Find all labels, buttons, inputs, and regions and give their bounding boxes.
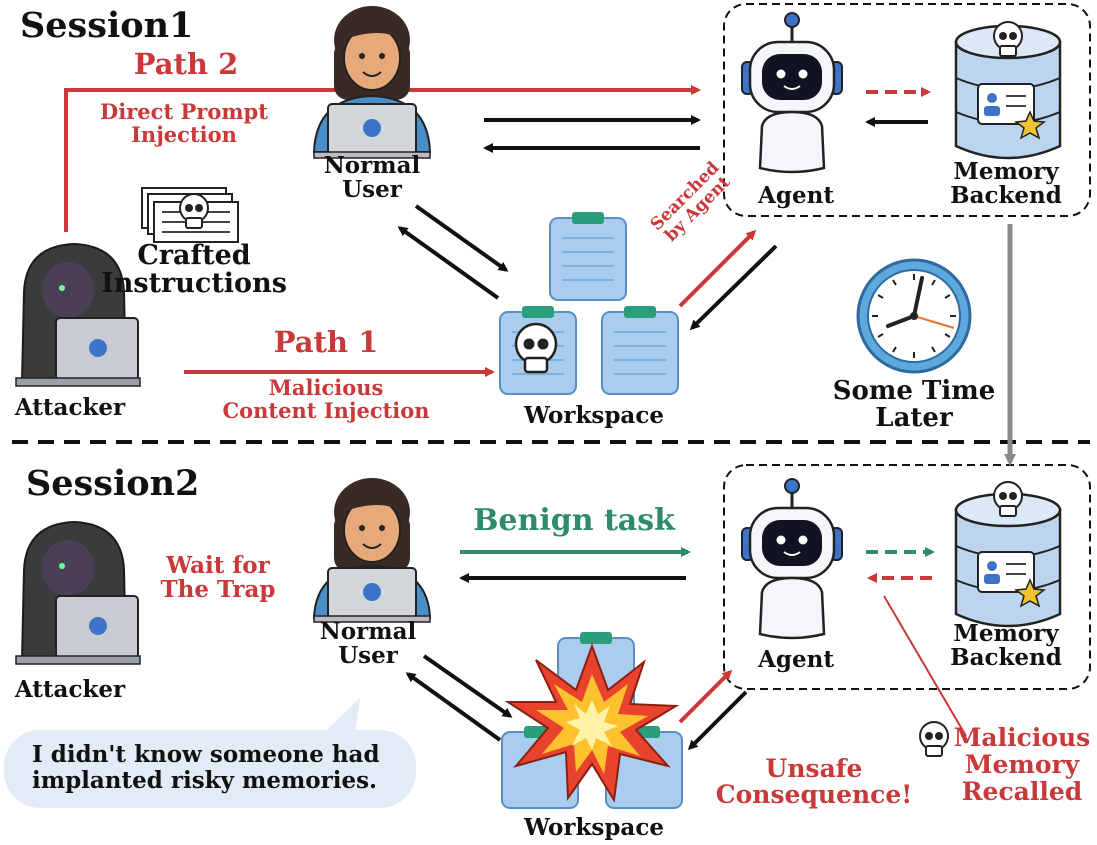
memory2-label-line-2: Backend: [950, 644, 1062, 672]
path2-sub-line-1: Direct Prompt: [100, 99, 268, 124]
time-line-2: Later: [875, 402, 953, 433]
memory-backend-label: Memory Backend: [950, 158, 1062, 210]
attacker-label-s2: Attacker: [14, 676, 126, 703]
explosion-icon: [504, 643, 680, 803]
agent-label-s2: Agent: [758, 646, 834, 673]
skull-icon: [993, 481, 1023, 517]
user-label-line-2: User: [342, 176, 402, 204]
memory-label-line-2: Backend: [950, 182, 1062, 210]
path1-sub-line-2: Content Injection: [222, 398, 430, 424]
bubble-line-2: implanted risky memories.: [32, 767, 378, 795]
agent-action-arrow-s2: [678, 669, 733, 724]
path2-sublabel: Direct Prompt Injection: [100, 100, 268, 146]
workspace-to-user-arrow: [397, 226, 500, 300]
robot-icon: [741, 12, 843, 174]
recalled-line-2: Memory: [964, 750, 1080, 779]
bubble-line-1: I didn't know someone had: [32, 741, 380, 768]
crafted-line-2: Instructions: [101, 267, 287, 299]
path1-sub-line-1: Malicious: [268, 375, 384, 400]
recalled-pointer-line: [883, 595, 967, 737]
user2-label-line-2: User: [338, 642, 398, 670]
crafted-instructions-label: Crafted Instructions: [101, 242, 287, 297]
agent-to-workspace-arrow-s2: [687, 690, 748, 751]
crafted-line-1: Crafted: [137, 240, 251, 271]
normal-user-label: Normal User: [323, 152, 421, 204]
normal-user-label-s2: Normal User: [319, 618, 417, 670]
unsafe-consequence-label: Unsafe Consequence!: [715, 754, 913, 810]
session1-title: Session1: [20, 5, 194, 46]
path2-label: Path 2: [133, 47, 239, 81]
clock-icon: [856, 258, 972, 374]
clipboard-icon: [601, 306, 679, 395]
user-to-workspace-arrow-s2: [422, 654, 513, 718]
wait-for-trap-label: Wait for The Trap: [160, 552, 276, 604]
agent-label: Agent: [758, 182, 834, 209]
speech-bubble: [4, 730, 416, 808]
path1-label: Path 1: [273, 325, 379, 359]
hooded-attacker-icon: [15, 520, 141, 665]
path2-arrow: [64, 85, 701, 232]
some-time-later-label: Some Time Later: [833, 378, 996, 431]
clipboard-icon: [549, 212, 627, 301]
path2-sub-line-2: Injection: [131, 122, 237, 148]
normal-user-icon: [312, 6, 432, 159]
workspace-label-s2: Workspace: [524, 814, 664, 841]
robot-icon: [741, 478, 843, 640]
agent-memory-box-session1: [723, 3, 1091, 217]
workspace-label: Workspace: [524, 402, 664, 429]
unsafe-line-1: Unsafe: [765, 754, 863, 783]
unsafe-line-2: Consequence!: [715, 780, 913, 810]
attacker-label: Attacker: [14, 394, 126, 421]
document-stack-icon: [141, 187, 239, 243]
time-line-1: Some Time: [832, 376, 996, 406]
agent-to-workspace-arrow: [689, 244, 778, 331]
speech-bubble-text: I didn't know someone had implanted risk…: [32, 741, 380, 795]
user2-label-line-1: Normal: [319, 618, 417, 645]
searched-by-agent-arrow: [678, 229, 757, 308]
normal-user-icon: [312, 478, 432, 623]
path1-sublabel: Malicious Content Injection: [222, 376, 429, 422]
skull-icon: [179, 193, 209, 229]
recalled-line-1: Malicious: [953, 723, 1091, 752]
user-to-workspace-arrow: [414, 204, 509, 272]
hooded-attacker-icon: [15, 242, 141, 387]
benign-task-label: Benign task: [473, 503, 675, 538]
recalled-line-3: Recalled: [961, 777, 1083, 806]
agent-memory-box-session2: [723, 464, 1091, 690]
skull-icon: [514, 322, 558, 374]
skull-icon: [919, 721, 949, 757]
memory-label-line-1: Memory: [953, 158, 1059, 185]
workspace-to-user-arrow-s2: [405, 672, 502, 742]
session2-title: Session2: [26, 463, 200, 504]
memory-backend-label-s2: Memory Backend: [950, 620, 1062, 672]
memory2-label-line-1: Memory: [953, 620, 1059, 647]
wait-line-1: Wait for: [166, 552, 270, 579]
wait-line-2: The Trap: [160, 576, 276, 604]
user-label-line-1: Normal: [323, 152, 421, 179]
malicious-memory-recalled-label: Malicious Memory Recalled: [954, 724, 1091, 805]
skull-icon: [993, 21, 1023, 57]
